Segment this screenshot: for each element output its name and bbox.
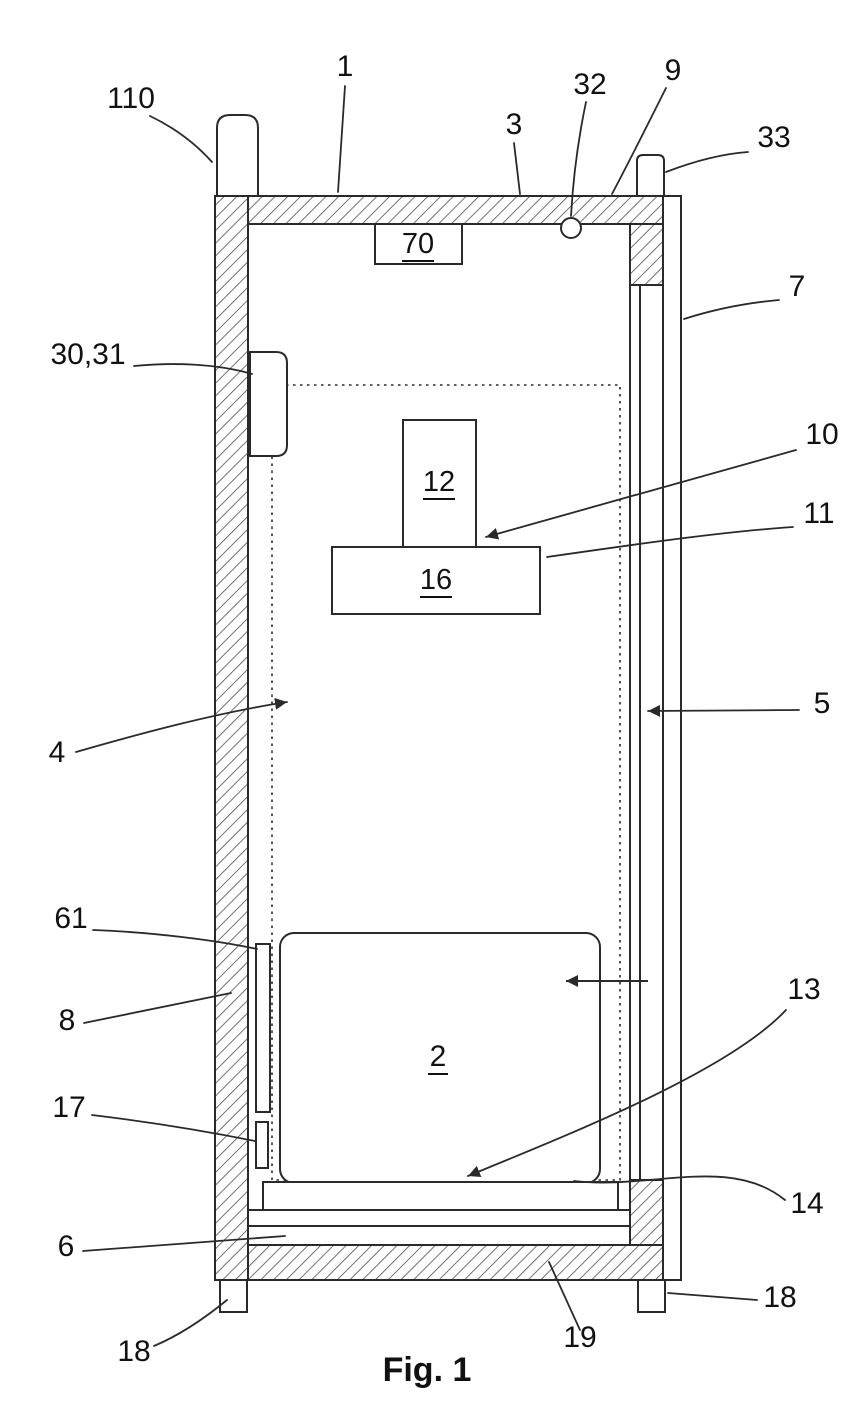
top-left-protrusion-110 <box>216 114 259 197</box>
label-10: 10 <box>805 418 838 451</box>
leader-32 <box>570 101 587 217</box>
label-30-31: 30,31 <box>50 338 125 371</box>
wall-element-30-31 <box>249 351 288 457</box>
block-top-right-9 <box>629 223 664 286</box>
display-box-70 <box>374 223 463 265</box>
base-plate-6 <box>247 1209 631 1227</box>
leader-19 <box>548 1261 581 1331</box>
component-12 <box>402 419 477 548</box>
leader-61 <box>92 929 258 950</box>
wall-left-8 <box>214 195 249 1281</box>
label-8: 8 <box>59 1004 76 1037</box>
label-70: 70 <box>402 228 434 260</box>
leader-8 <box>83 992 232 1024</box>
wall-bottom-19 <box>247 1244 664 1281</box>
label-12: 12 <box>423 466 455 498</box>
label-17: 17 <box>52 1091 85 1124</box>
leader-18-right <box>667 1292 758 1301</box>
label-14: 14 <box>790 1187 823 1220</box>
label-7: 7 <box>789 270 806 303</box>
leader-5 <box>647 704 800 717</box>
label-32: 32 <box>573 68 606 101</box>
leader-17 <box>91 1114 256 1142</box>
label-61: 61 <box>54 902 87 935</box>
leader-18-left <box>153 1299 228 1347</box>
label-18-left: 18 <box>117 1335 150 1368</box>
rail-61 <box>255 943 271 1113</box>
leader-1 <box>337 85 346 193</box>
leader-9 <box>611 87 667 195</box>
leader-11 <box>546 526 794 558</box>
label-18-right: 18 <box>763 1281 796 1314</box>
leader-7 <box>683 299 780 320</box>
label-33: 33 <box>757 121 790 154</box>
label-2: 2 <box>430 1040 447 1073</box>
leader-6 <box>82 1235 286 1252</box>
top-right-protrusion-33 <box>636 154 665 197</box>
sensor-circle-32 <box>560 217 582 239</box>
figure-caption: Fig. 1 <box>383 1351 472 1389</box>
leader-110 <box>149 115 213 163</box>
label-9: 9 <box>665 54 682 87</box>
foot-right-18 <box>637 1279 666 1313</box>
leader-3 <box>513 142 521 195</box>
leader-14 <box>573 1175 786 1201</box>
component-16 <box>331 546 541 615</box>
label-11: 11 <box>803 497 834 530</box>
leader-4 <box>75 697 288 753</box>
leader-30-31 <box>133 363 253 375</box>
leader-10 <box>485 449 797 540</box>
label-13: 13 <box>787 973 820 1006</box>
label-1: 1 <box>337 50 354 83</box>
label-16: 16 <box>420 564 452 596</box>
label-5: 5 <box>814 687 831 720</box>
label-110: 110 <box>107 82 155 115</box>
foot-left-18 <box>219 1279 248 1313</box>
leader-13 <box>467 1009 787 1177</box>
label-3: 3 <box>506 108 523 141</box>
outer-right-panel-7 <box>662 195 682 1281</box>
label-19: 19 <box>563 1321 596 1354</box>
block-bottom-right <box>629 1179 664 1246</box>
label-6: 6 <box>58 1230 75 1263</box>
plate-13 <box>262 1181 619 1211</box>
leader-33 <box>665 151 749 173</box>
label-4: 4 <box>49 736 66 769</box>
wall-top-3 <box>247 195 664 225</box>
element-17 <box>255 1121 269 1169</box>
